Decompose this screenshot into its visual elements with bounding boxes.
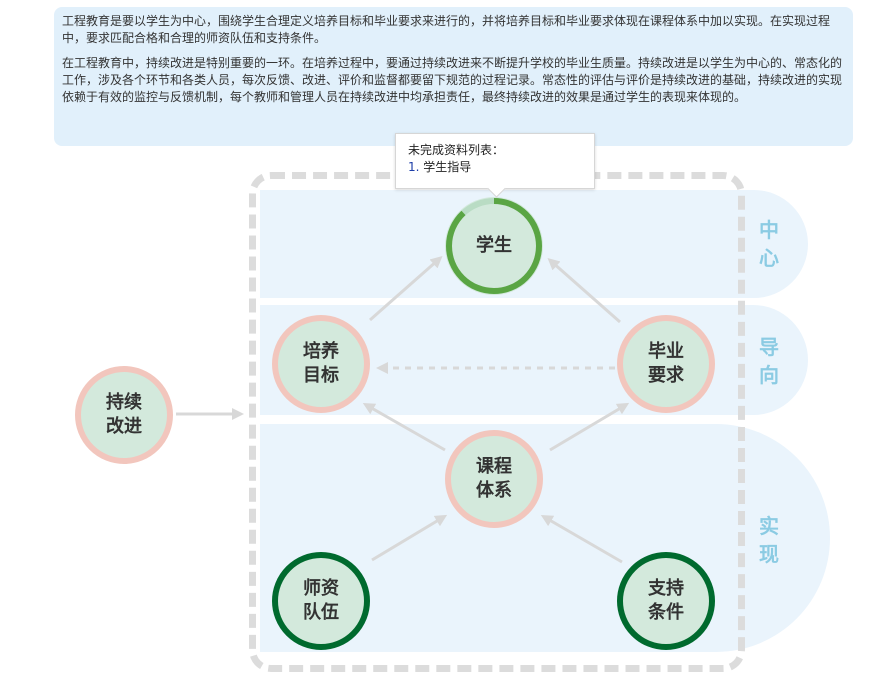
node-curriculum[interactable]: 课程体系 (445, 430, 543, 528)
node-label-line: 队伍 (303, 602, 339, 623)
tooltip-item-label: 学生指导 (423, 160, 472, 174)
node-requirements[interactable]: 毕业要求 (617, 315, 715, 413)
progress-arc (446, 198, 542, 294)
node-label-line: 毕业 (648, 341, 684, 362)
band-label-char: 实 (759, 514, 779, 538)
band-label-char: 中 (759, 218, 779, 242)
band-label-guidance: 导 向 (756, 333, 782, 389)
node-support[interactable]: 支持条件 (617, 552, 715, 650)
node-label-line: 体系 (476, 480, 512, 501)
intro-paragraph-2: 在工程教育中，持续改进是特别重要的一环。在培养过程中，要通过持续改进来不断提升学… (62, 56, 843, 104)
node-label-line: 要求 (648, 365, 684, 386)
node-student[interactable]: 学生 (445, 197, 543, 295)
band-label-char: 向 (759, 363, 779, 387)
node-objectives[interactable]: 培养目标 (272, 315, 370, 413)
intro-paragraph-1: 工程教育是要以学生为中心，围绕学生合理定义培养目标和毕业要求来进行的，并将培养目… (62, 14, 831, 45)
arrow-objectives-to-student (369, 256, 443, 322)
tooltip-title: 未完成资料列表： (408, 143, 505, 157)
tooltip-item[interactable]: 1. 学生指导 (408, 159, 594, 176)
node-improvement[interactable]: 持续改进 (75, 366, 173, 464)
incomplete-items-tooltip: 未完成资料列表： 1. 学生指导 (395, 133, 595, 189)
node-label-line: 培养 (303, 341, 339, 362)
node-label-line: 持续 (106, 392, 142, 413)
arrow-support-to-curriculum (540, 514, 623, 564)
node-label-line: 条件 (648, 602, 684, 623)
node-label-line: 目标 (303, 365, 339, 386)
node-label-line: 师资 (303, 578, 339, 599)
node-faculty[interactable]: 师资队伍 (272, 552, 370, 650)
band-label-implementation: 实 现 (756, 512, 782, 568)
arrow-curriculum-to-objectives (362, 403, 446, 452)
intro-text-box: 工程教育是要以学生为中心，围绕学生合理定义培养目标和毕业要求来进行的，并将培养目… (54, 7, 853, 146)
band-label-center: 中 心 (756, 216, 782, 272)
arrow-curriculum-to-requirements (549, 402, 630, 452)
tooltip-item-number: 1. (408, 160, 420, 174)
node-label-line: 课程 (476, 456, 512, 477)
arrow-requirements-to-student (547, 258, 621, 324)
arrow-faculty-to-curriculum (371, 514, 448, 562)
band-label-char: 心 (759, 246, 779, 270)
node-label-line: 支持 (648, 578, 684, 599)
band-label-char: 导 (759, 335, 779, 359)
node-student-label: 学生 (476, 235, 512, 256)
band-label-char: 现 (759, 542, 779, 566)
progress-ring (446, 198, 542, 294)
node-label-line: 改进 (106, 416, 142, 437)
